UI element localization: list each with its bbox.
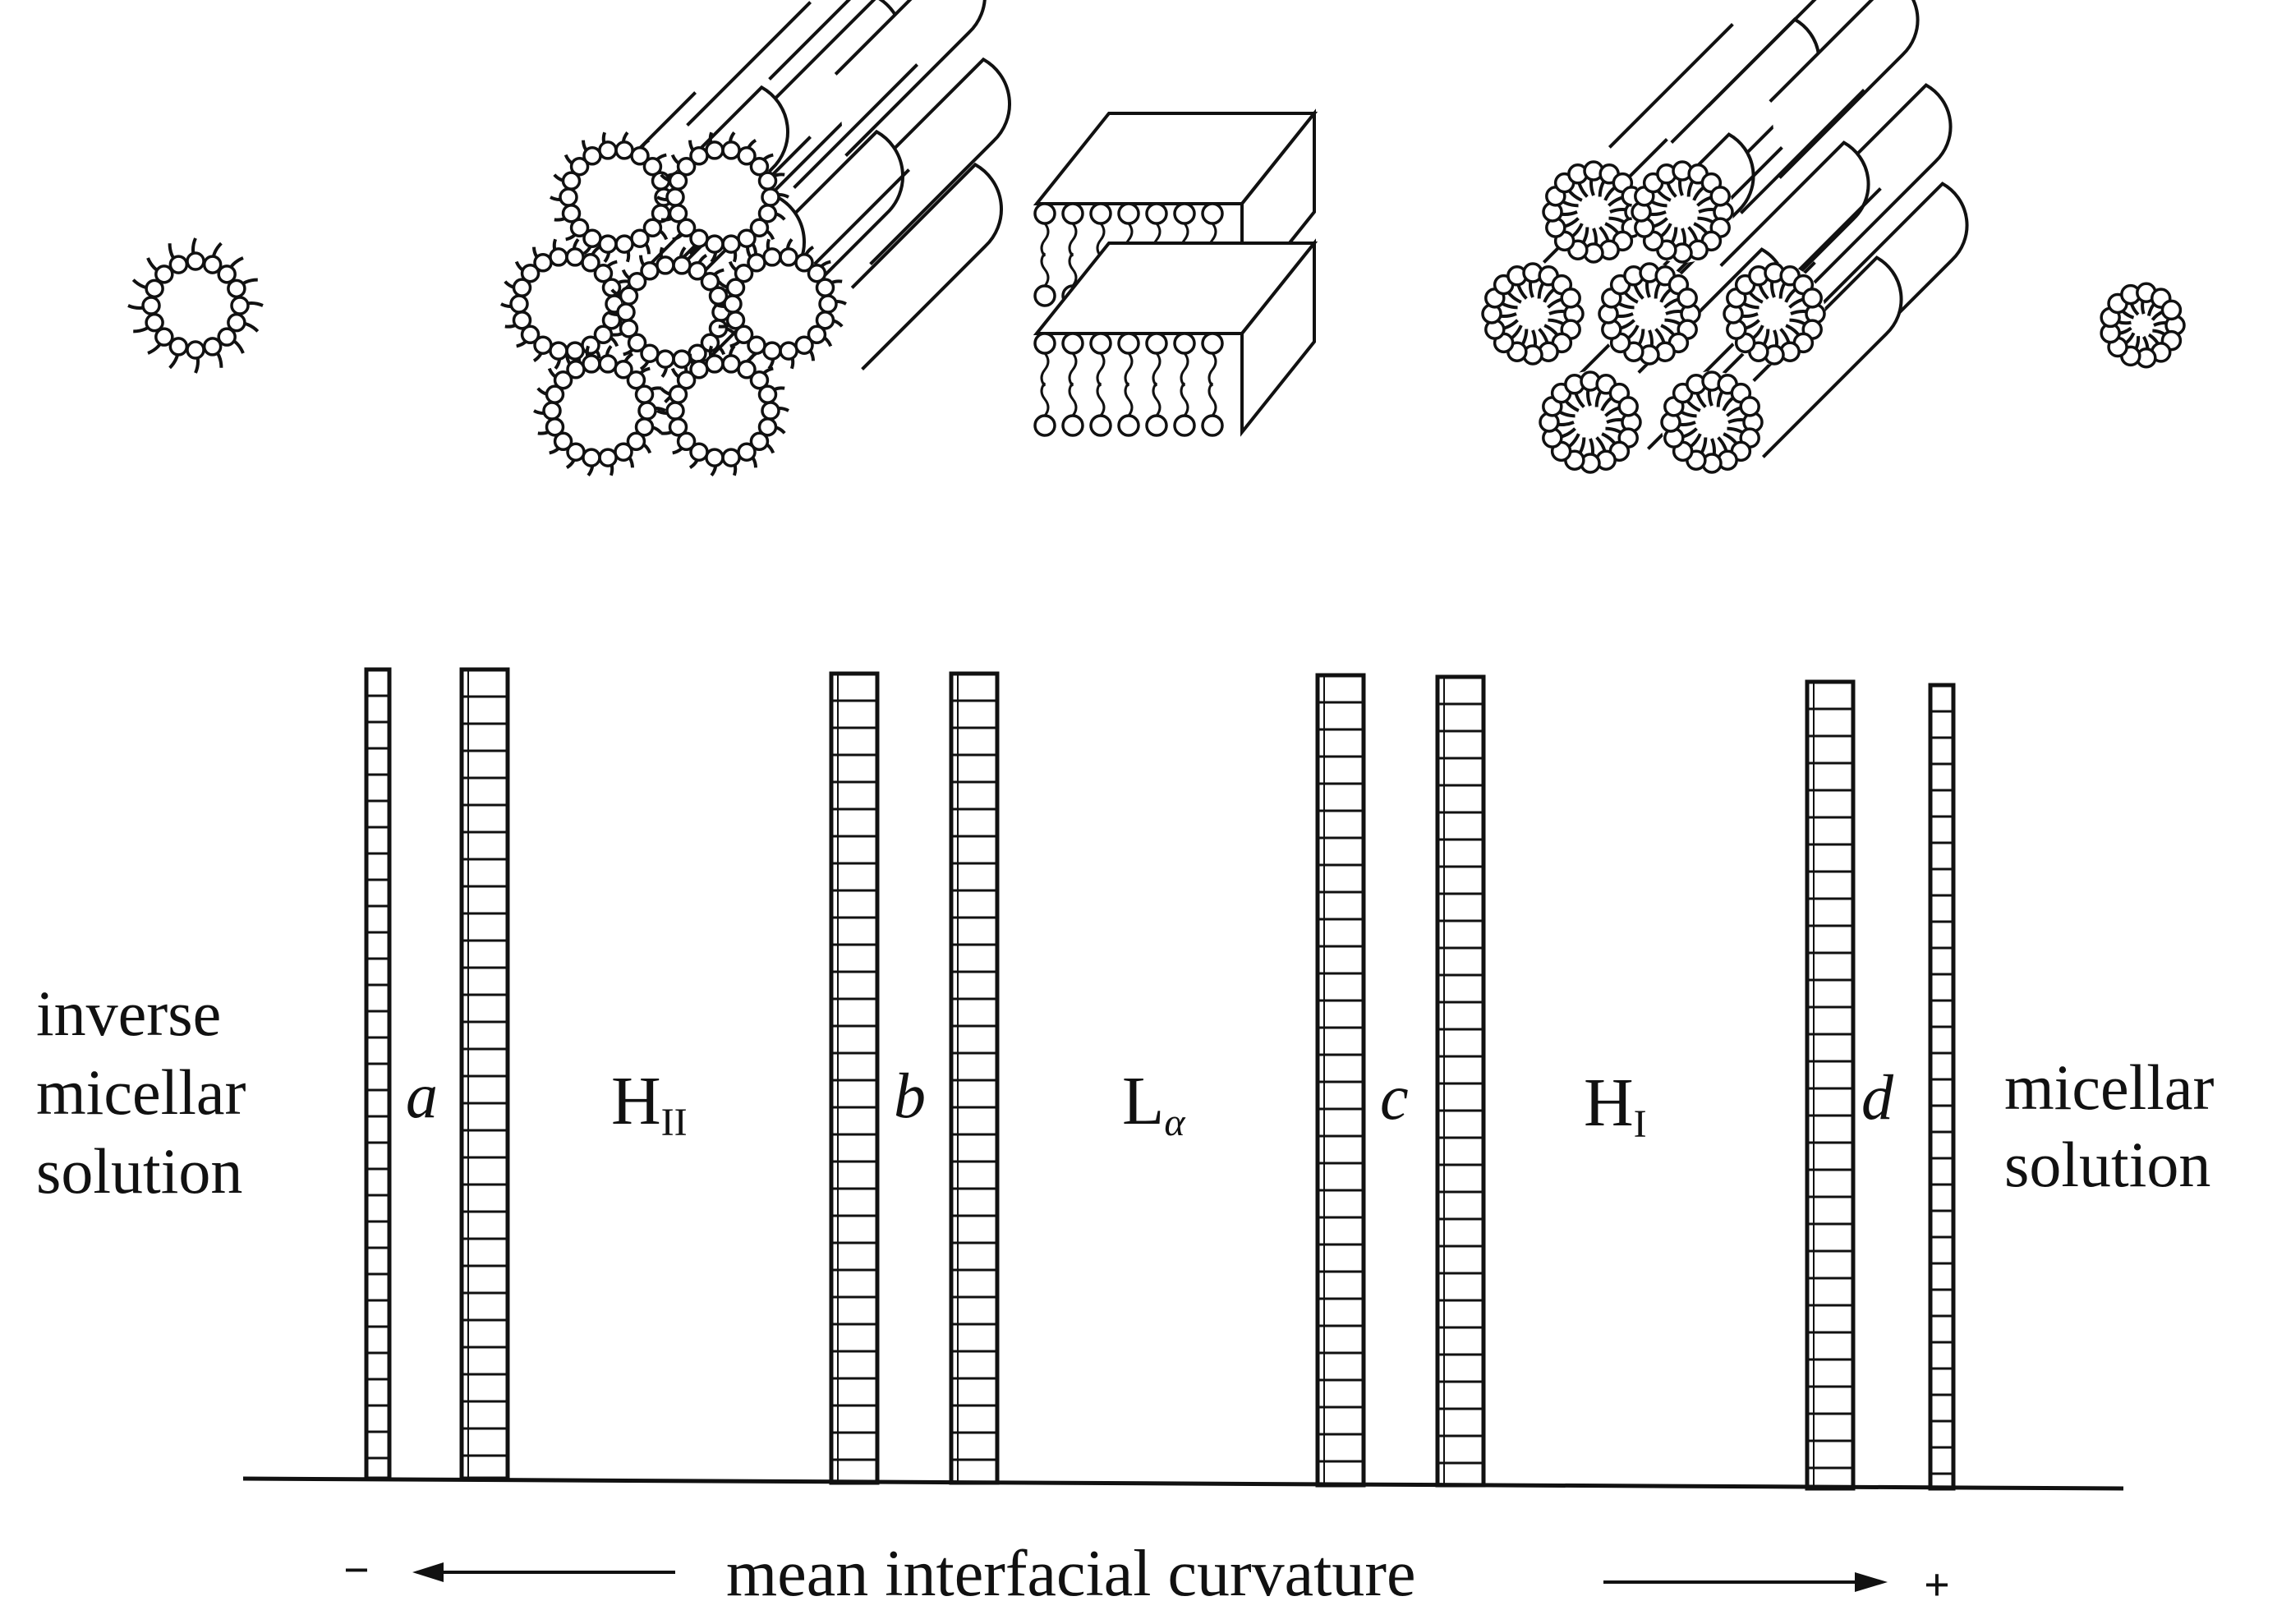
left-label-line-2: micellar	[36, 1056, 246, 1128]
ladder-column	[829, 671, 880, 1485]
ladder-column	[1928, 683, 1956, 1491]
phase-label-lalpha: Lα	[1122, 1063, 1185, 1144]
axis-label: mean interfacial curvature	[726, 1538, 1416, 1610]
inverse-micelle-icon	[127, 237, 264, 374]
column-letter-d: d	[1861, 1061, 1894, 1133]
left-label-line-1: inverse	[36, 978, 221, 1049]
ladder-columns	[364, 667, 1956, 1491]
column-letter-a: a	[406, 1060, 438, 1131]
column-letter-c: c	[1380, 1061, 1409, 1133]
arrow-left-head-icon	[412, 1562, 444, 1582]
right-label-line-2: solution	[2004, 1129, 2210, 1200]
ladder-column	[1805, 679, 1856, 1491]
left-label-line-3: solution	[36, 1135, 242, 1207]
lamellar-icon	[1033, 108, 1318, 437]
baseline	[242, 1476, 2124, 1491]
micelle-icon	[2100, 282, 2186, 369]
arrow-right-head-icon	[1855, 1572, 1888, 1592]
ladder-column	[459, 667, 510, 1481]
ladder-column	[1315, 673, 1366, 1488]
right-label-line-1: micellar	[2004, 1051, 2215, 1123]
ladder-column	[949, 671, 1000, 1485]
column-letter-b: b	[894, 1060, 926, 1131]
phase-label-hi: HI	[1584, 1065, 1647, 1146]
axis-plus-sign: +	[1924, 1560, 1950, 1611]
axis-minus-sign: −	[343, 1545, 370, 1596]
phase-label-hii: HII	[611, 1063, 688, 1144]
ladder-column	[364, 667, 392, 1481]
ladder-column	[1435, 674, 1486, 1488]
hexagonal-icon	[1481, 0, 1969, 474]
inverse-hexagonal-icon	[500, 0, 1011, 477]
